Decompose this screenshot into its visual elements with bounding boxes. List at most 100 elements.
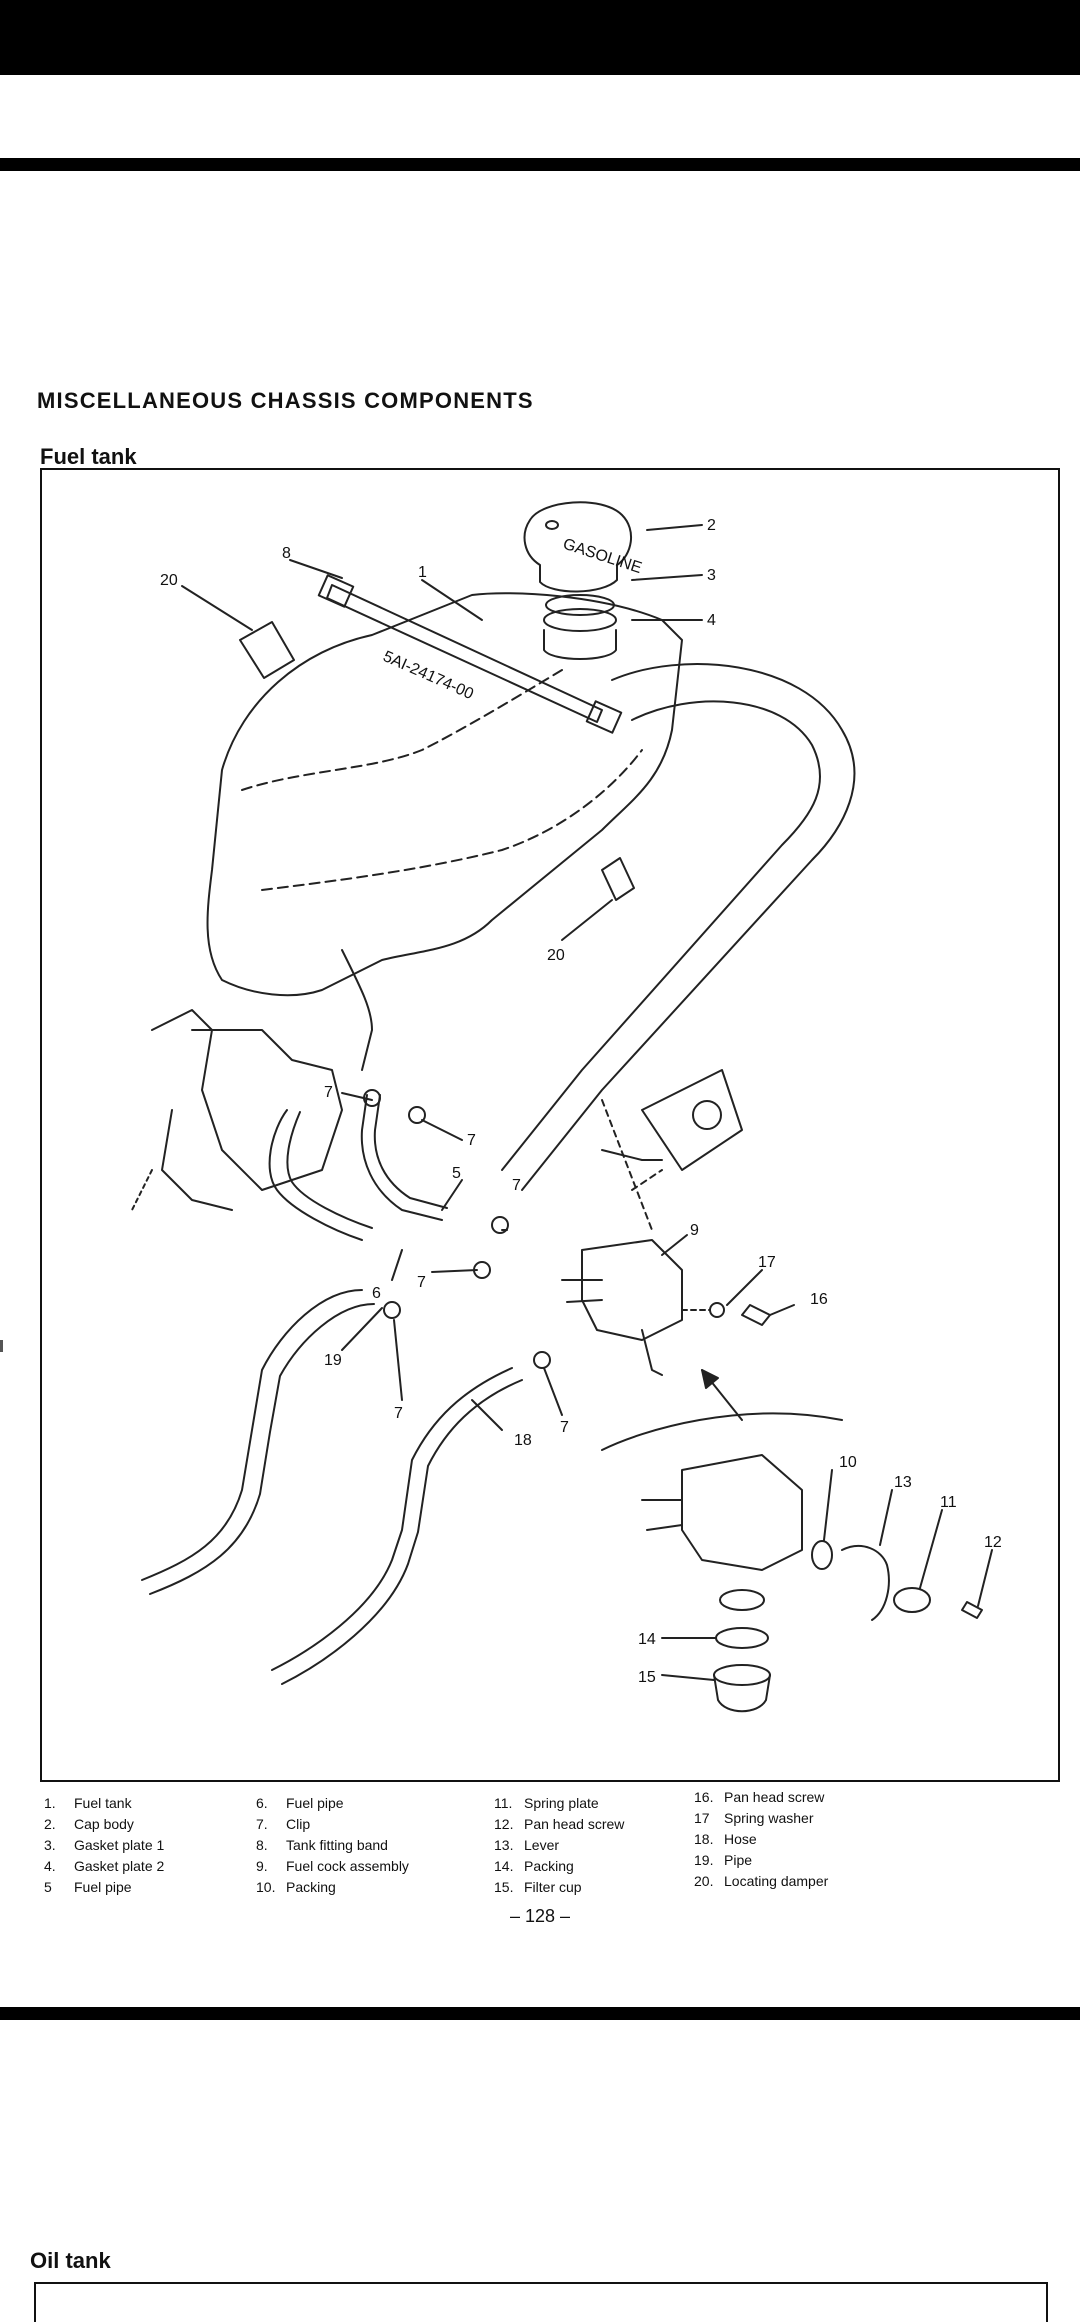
fuel-tank-diagram: 5AI-24174-00 GASOLINE 8 1 20 2 3 4 20 7 … xyxy=(40,468,1060,1782)
page-number: – 128 – xyxy=(509,1906,571,1926)
callout-7c: 7 xyxy=(512,1177,521,1194)
pan-head-screw-16 xyxy=(741,1304,771,1326)
callout-7d: 7 xyxy=(417,1274,426,1291)
frame-tube xyxy=(521,663,856,1191)
leader-3 xyxy=(631,574,703,581)
callout-8: 8 xyxy=(282,545,291,562)
leader-1 xyxy=(421,579,483,621)
page-break-rule xyxy=(0,2007,1080,2020)
legend-item: 20.Locating damper xyxy=(694,1873,829,1889)
callout-11: 11 xyxy=(940,1494,957,1511)
callout-6: 6 xyxy=(372,1285,381,1302)
pan-head-screw-12 xyxy=(961,1601,983,1619)
legend-column-1: 1.Fuel tank 2.Cap body 3.Gasket plate 1 … xyxy=(44,1793,164,1898)
leader-12 xyxy=(977,1549,993,1607)
leader-2 xyxy=(646,524,703,531)
legend-item: 3.Gasket plate 1 xyxy=(44,1837,165,1853)
legend-item: 8.Tank fitting band xyxy=(256,1837,388,1853)
clip-5 xyxy=(383,1301,401,1319)
leader-15 xyxy=(661,1674,715,1681)
callout-7e: 7 xyxy=(394,1405,403,1422)
tank-stamp: 5AI-24174-00 xyxy=(380,648,476,703)
legend-item: 14.Packing xyxy=(494,1858,574,1874)
legend-item: 19.Pipe xyxy=(694,1852,753,1868)
legend-item: 6.Fuel pipe xyxy=(256,1795,344,1811)
callout-16: 16 xyxy=(810,1291,828,1308)
legend-item: 9.Fuel cock assembly xyxy=(256,1858,409,1874)
cap-vent xyxy=(545,520,559,530)
leader-7f xyxy=(543,1367,563,1416)
top-scan-bar xyxy=(0,0,1080,75)
callout-2: 2 xyxy=(707,517,716,534)
frame-tube-inner xyxy=(501,700,821,1171)
callout-7b: 7 xyxy=(467,1132,476,1149)
detail-bracket xyxy=(601,1412,843,1451)
oil-tank-diagram-frame xyxy=(34,2282,1048,2322)
callout-17: 17 xyxy=(758,1254,776,1271)
callout-20-upper: 20 xyxy=(160,572,178,589)
packing-10 xyxy=(811,1540,833,1570)
legend-column-2: 6.Fuel pipe 7.Clip 8.Tank fitting band 9… xyxy=(256,1793,409,1898)
detail-spigots xyxy=(641,1499,683,1531)
leader-7d xyxy=(431,1269,478,1273)
leader-7e xyxy=(393,1319,403,1401)
leader-8 xyxy=(289,559,343,579)
packing-14 xyxy=(715,1627,769,1649)
leader-7b xyxy=(421,1119,463,1141)
leader-11 xyxy=(919,1509,943,1589)
leader-5 xyxy=(441,1179,463,1211)
leader-19 xyxy=(341,1307,383,1351)
callout-5: 5 xyxy=(452,1165,461,1182)
fuel-pipe-5-inner xyxy=(373,1094,448,1209)
gasket-plate-2 xyxy=(543,608,617,632)
filler-neck xyxy=(543,629,617,660)
detail-arrow-head xyxy=(701,1369,719,1389)
leader-6 xyxy=(391,1249,403,1281)
legend-item: 2.Cap body xyxy=(44,1816,134,1832)
lever-13 xyxy=(841,1545,890,1621)
leader-20-upper xyxy=(181,585,253,631)
callout-19: 19 xyxy=(324,1352,342,1369)
engine-hidden xyxy=(131,1169,153,1211)
legend-item: 16.Pan head screw xyxy=(694,1789,825,1805)
callout-13: 13 xyxy=(894,1474,912,1491)
leader-18 xyxy=(471,1399,503,1431)
locating-damper-lower xyxy=(601,857,635,901)
scan-margin-mark xyxy=(0,1340,3,1352)
fuel-tank-outline xyxy=(206,592,683,997)
tank-seam-line xyxy=(241,669,563,791)
legend-item: 11.Spring plate xyxy=(494,1795,599,1811)
pipe-19 xyxy=(141,1289,363,1581)
callout-1: 1 xyxy=(418,564,427,581)
fuel-cock-spigots xyxy=(561,1279,663,1376)
engine-lower xyxy=(161,1109,233,1211)
section-title: MISCELLANEOUS CHASSIS COMPONENTS xyxy=(37,388,534,413)
legend-item: 7.Clip xyxy=(256,1816,311,1832)
leader-9 xyxy=(661,1234,688,1256)
legend-item: 10.Packing xyxy=(256,1879,336,1895)
callout-18: 18 xyxy=(514,1432,532,1449)
top-rule xyxy=(0,158,1080,171)
spring-plate-11 xyxy=(893,1587,931,1613)
pipe-19-inner xyxy=(149,1303,375,1595)
legend-item: 1.Fuel tank xyxy=(44,1795,132,1811)
steering-head xyxy=(641,1069,743,1171)
subsection-title: Fuel tank xyxy=(40,444,137,469)
leader-7a xyxy=(341,1092,373,1101)
legend-item: 4.Gasket plate 2 xyxy=(44,1858,165,1874)
fuel-pipe-6 xyxy=(268,1109,363,1241)
callout-7a: 7 xyxy=(324,1084,333,1101)
fuel-pipe-5 xyxy=(360,1094,443,1221)
legend-item: 15.Filter cup xyxy=(494,1879,582,1895)
legend-item: 12.Pan head screw xyxy=(494,1816,625,1832)
tank-lower-edge xyxy=(341,949,373,1071)
engine-outline xyxy=(151,1009,343,1191)
clip-2 xyxy=(408,1106,426,1124)
legend-item: 18.Hose xyxy=(694,1831,757,1847)
callout-10: 10 xyxy=(839,1454,857,1471)
leader-10 xyxy=(823,1469,833,1541)
steering-head-hole xyxy=(692,1100,722,1130)
callout-3: 3 xyxy=(707,567,716,584)
